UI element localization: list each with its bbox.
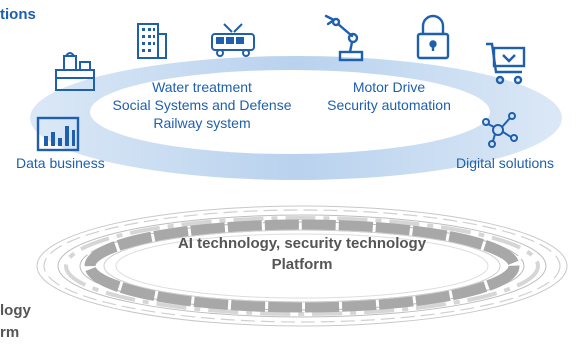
shopping-cart-icon — [486, 42, 526, 85]
building-icon — [137, 23, 167, 59]
label-data-business: Data business — [16, 155, 105, 171]
bar-chart-icon — [36, 116, 80, 152]
label-security-automation: Security automation — [327, 97, 451, 113]
platform-title: AI technology, security technology Platf… — [178, 233, 426, 275]
label-social-systems: Social Systems and Defense — [112, 97, 292, 113]
water-plant-icon — [55, 52, 95, 91]
bottom-left-line1: logy — [0, 302, 31, 319]
center-left-labels: Water treatment Social Systems and Defen… — [102, 78, 302, 132]
label-motor-drive: Motor Drive — [352, 79, 426, 95]
platform-title-line1: AI technology, security technology — [177, 235, 427, 252]
solutions-ring — [30, 56, 562, 180]
bottom-left-fragment: logy rm — [0, 300, 31, 344]
train-icon — [211, 23, 255, 57]
solutions-heading-fragment: tions — [0, 6, 36, 23]
padlock-icon — [416, 14, 450, 60]
bottom-left-line2: rm — [0, 324, 20, 341]
network-nodes-icon — [482, 112, 518, 148]
platform-title-line2: Platform — [271, 256, 333, 273]
label-railway-system: Railway system — [153, 115, 251, 131]
label-water-treatment: Water treatment — [152, 79, 252, 95]
center-right-labels: Motor Drive Security automation — [316, 78, 462, 114]
label-digital-solutions: Digital solutions — [456, 155, 555, 171]
robot-arm-icon — [324, 14, 364, 62]
platform-disc — [36, 205, 568, 327]
